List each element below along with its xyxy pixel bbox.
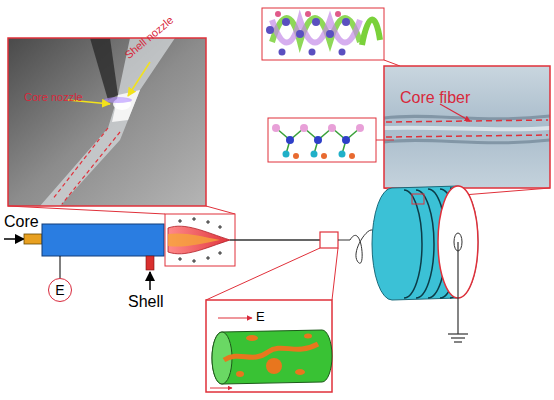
helix-molecule-inset xyxy=(262,8,384,60)
zoom-line xyxy=(206,206,235,214)
core-fiber-photo xyxy=(384,66,550,188)
taylor-cone xyxy=(165,214,235,266)
collector-drum xyxy=(372,186,478,300)
voltage-source-circle: E xyxy=(48,278,72,302)
field-label: E xyxy=(256,310,265,323)
zoom-line xyxy=(206,248,320,300)
node-label: E xyxy=(55,282,64,298)
part-name: Core fiber xyxy=(400,90,470,106)
nozzle-photo xyxy=(8,38,206,206)
zoom-line xyxy=(8,206,165,214)
zoom-line xyxy=(376,140,394,141)
fiber-zoom-inset xyxy=(206,300,332,392)
zoom-line xyxy=(384,60,400,66)
coaxial-syringe xyxy=(4,224,164,290)
chain-molecule-inset xyxy=(268,118,376,162)
part-name: Core nozzle xyxy=(24,92,83,103)
ground-symbol xyxy=(448,242,468,342)
inlet-label: Core xyxy=(4,214,39,230)
zoom-line xyxy=(332,248,338,300)
inlet-label: Shell xyxy=(128,294,164,310)
